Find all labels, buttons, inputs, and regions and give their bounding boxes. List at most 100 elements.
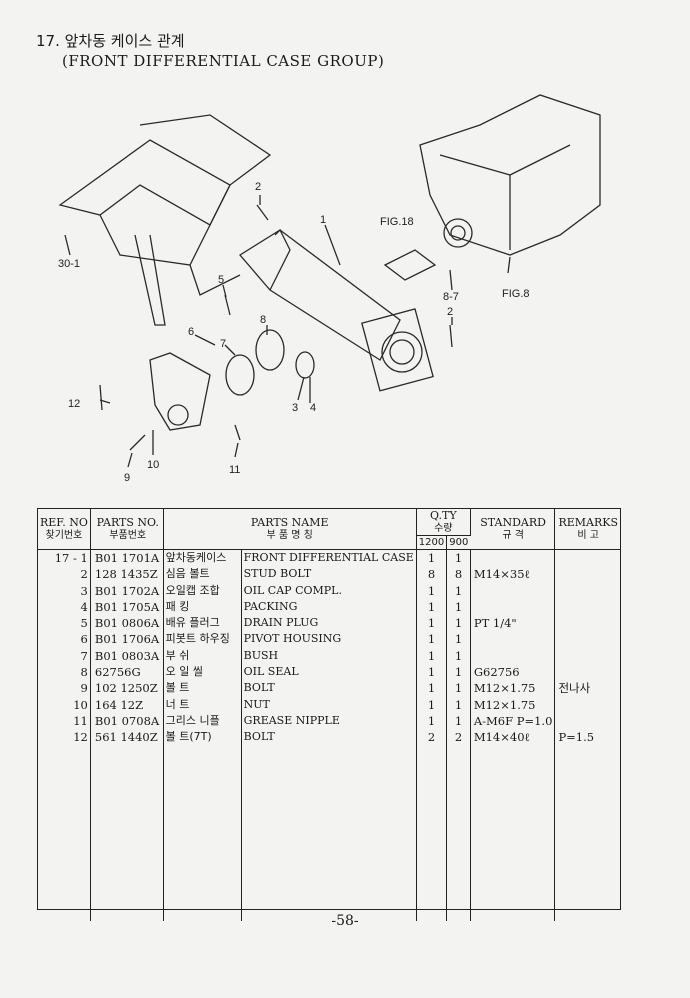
- cell-pno: B01 1701A: [90, 549, 164, 567]
- cell-q2: 1: [446, 664, 471, 681]
- page-number: -58-: [331, 913, 359, 929]
- callout-3: 3: [292, 402, 298, 414]
- cell-kor: 패 킹: [163, 598, 242, 616]
- callout-8-7: 8-7: [443, 291, 459, 303]
- cell-q2: 1: [446, 549, 471, 567]
- cell-ref: 11: [38, 712, 91, 730]
- cell-rem: [555, 550, 620, 567]
- callout-10: 10: [147, 459, 159, 471]
- cell-pno: B01 0803A: [90, 647, 164, 665]
- callout-2-top: 2: [255, 181, 261, 193]
- cell-q1: 1: [416, 598, 448, 616]
- cell-kor: 볼 트: [163, 680, 242, 697]
- cell-std: PT 1/4": [470, 615, 556, 632]
- page-title-english: (FRONT DIFFERENTIAL CASE GROUP): [62, 52, 385, 70]
- cell-ref: 17 - 1: [38, 549, 91, 567]
- cell-q2: 1: [446, 615, 471, 632]
- cell-pno: 102 1250Z: [90, 680, 164, 697]
- cell-ref: 6: [38, 631, 91, 648]
- cell-q2: 1: [446, 582, 471, 599]
- cell-q1: 1: [416, 615, 448, 632]
- cell-std: M12×1.75: [470, 696, 556, 713]
- callout-4: 4: [310, 402, 316, 414]
- header-remarks: REMARKS 비 고: [554, 509, 620, 550]
- cell-q1: 1: [416, 582, 448, 599]
- cell-eng: OIL SEAL: [241, 664, 417, 681]
- cell-rem: [555, 713, 620, 729]
- cell-kor: 배유 플러그: [163, 615, 242, 632]
- cell-q1: 1: [416, 664, 448, 681]
- cell-std: [470, 631, 556, 648]
- header-qty: Q.TY 수량: [416, 509, 471, 536]
- cell-rem: P=1.5: [558, 730, 595, 745]
- cell-ref: 12: [38, 729, 91, 746]
- callout-7: 7: [220, 338, 226, 350]
- cell-eng: PACKING: [241, 598, 417, 616]
- callout-12: 12: [68, 398, 80, 410]
- callout-fig18: FIG.18: [380, 216, 414, 228]
- cell-q2: 1: [446, 631, 471, 648]
- callout-9: 9: [124, 472, 130, 484]
- cell-pno: 128 1435Z: [90, 566, 164, 583]
- cell-q2: 2: [446, 729, 471, 746]
- cell-eng: GREASE NIPPLE: [241, 712, 417, 730]
- cell-q1: 1: [416, 549, 448, 567]
- cell-q2: 1: [446, 680, 471, 697]
- cell-rem: [555, 599, 620, 615]
- cell-rem: [555, 664, 620, 680]
- cell-pno: 561 1440Z: [90, 729, 164, 746]
- cell-pno: B01 1702A: [90, 582, 164, 599]
- cell-rem: 전나사: [558, 681, 591, 696]
- cell-rem: [555, 648, 620, 664]
- cell-kor: 오 일 씰: [163, 664, 242, 681]
- cell-ref: 7: [38, 647, 91, 665]
- cell-std: [470, 647, 556, 665]
- cell-q2: 8: [446, 566, 471, 583]
- cell-kor: 심음 볼트: [163, 566, 242, 583]
- cell-kor: 오일캡 조합: [163, 582, 242, 599]
- cell-std: [470, 549, 556, 567]
- cell-rem: [555, 566, 620, 582]
- cell-eng: BOLT: [241, 680, 417, 697]
- page-title-korean: 17. 앞차동 케이스 관계: [36, 32, 185, 50]
- cell-pno: B01 1706A: [90, 631, 164, 648]
- cell-ref: 9: [38, 680, 91, 697]
- cell-eng: FRONT DIFFERENTIAL CASE: [241, 549, 417, 567]
- cell-std: M14×40ℓ: [470, 729, 556, 746]
- cell-q1: 1: [416, 712, 448, 730]
- header-parts-name: PARTS NAME 부 품 명 칭: [163, 509, 417, 550]
- cell-std: [470, 582, 556, 599]
- cell-q1: 1: [416, 696, 448, 713]
- cell-std: G62756: [470, 664, 556, 681]
- cell-pno: 62756G: [90, 664, 164, 681]
- cell-std: M14×35ℓ: [470, 566, 556, 583]
- cell-kor: 볼 트(7T): [163, 729, 242, 746]
- callout-11: 11: [229, 464, 240, 476]
- cell-kor: 그리스 니플: [163, 712, 242, 730]
- callout-fig8: FIG.8: [502, 288, 530, 300]
- callout-5: 5: [218, 274, 224, 286]
- cell-eng: BOLT: [241, 729, 417, 746]
- header-ref-no: REF. NO 찾기번호: [38, 509, 91, 550]
- cell-std: A-M6F P=1.0: [470, 712, 556, 730]
- cell-eng: OIL CAP COMPL.: [241, 582, 417, 599]
- parts-list-table: REF. NO 찾기번호 PARTS NO. 부품번호 PARTS NAME 부…: [37, 508, 621, 921]
- cell-ref: 5: [38, 615, 91, 632]
- cell-pno: B01 1705A: [90, 598, 164, 616]
- cell-rem: [555, 583, 620, 599]
- callout-1: 1: [320, 214, 326, 226]
- cell-ref: 2: [38, 566, 91, 583]
- cell-q1: 1: [416, 680, 448, 697]
- header-qty-900: 900: [446, 535, 471, 550]
- callout-30-1: 30-1: [58, 258, 80, 270]
- callout-8: 8: [260, 314, 266, 326]
- cell-kor: 너 트: [163, 696, 242, 713]
